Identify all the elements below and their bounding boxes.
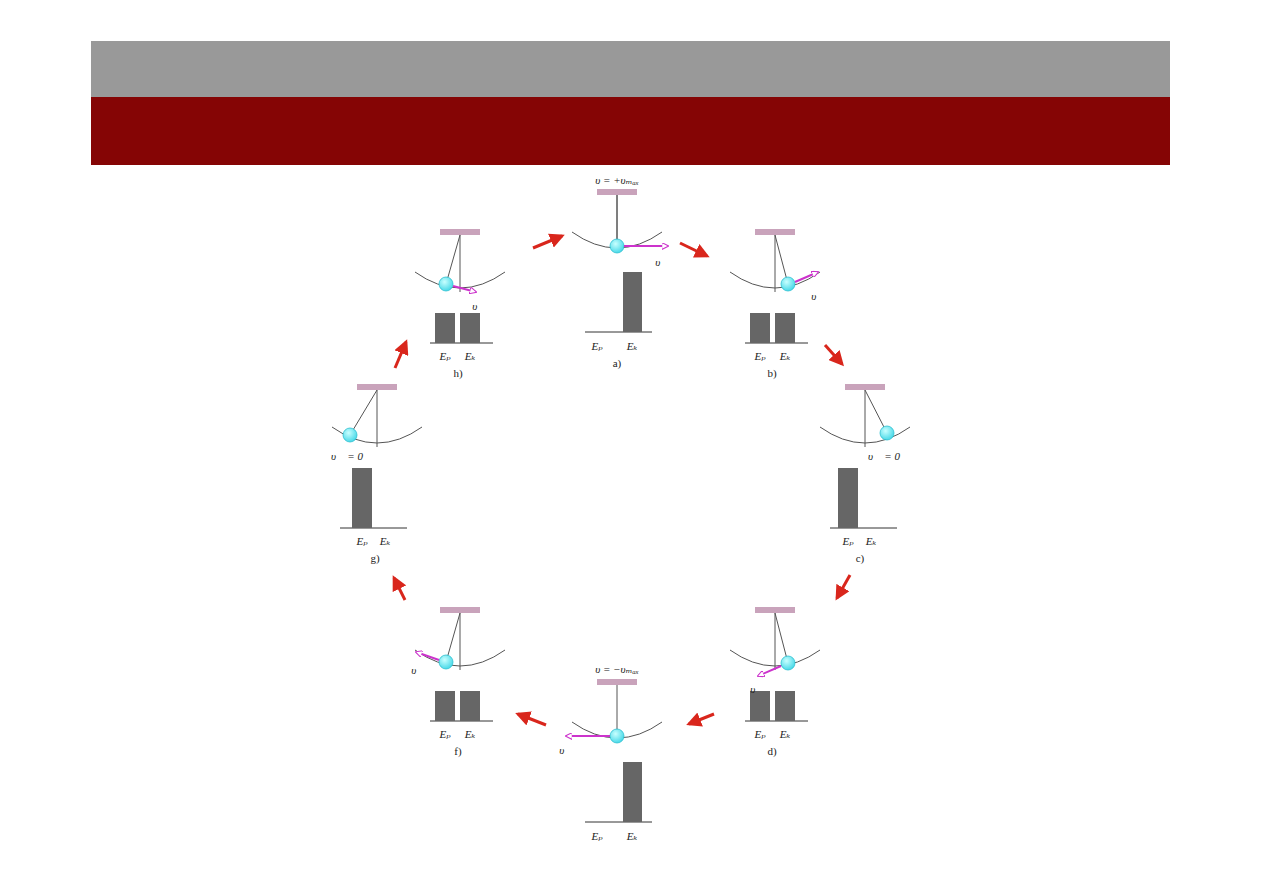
velocity-value: υ⃗ = 0 — [331, 451, 363, 462]
energy-axis: Eₚ — [356, 536, 367, 547]
panel-letter: d) — [767, 746, 776, 757]
energy-axis: Eₖ — [780, 729, 791, 740]
velocity-value: υ⃗ = 0 — [868, 451, 900, 462]
energy-axis: Eₚ — [754, 351, 765, 362]
energy-axis: Eₖ — [780, 351, 791, 362]
panel-letter: b) — [767, 368, 776, 379]
velocity-vector: υ⃗ — [411, 665, 425, 676]
energy-axis: Eₖ — [465, 729, 476, 740]
velocity-value: υ = −υₘₐₓ — [595, 664, 639, 675]
energy-axis: Eₖ — [627, 341, 638, 352]
energy-axis: Eₖ — [627, 831, 638, 842]
energy-axis: Eₚ — [754, 729, 765, 740]
velocity-vector: υ⃗ — [472, 301, 486, 312]
energy-axis: Eₖ — [380, 536, 391, 547]
velocity-value: υ = +υₘₐₓ — [595, 175, 639, 186]
velocity-vector: υ⃗ — [750, 684, 764, 695]
energy-axis: Eₚ — [439, 729, 450, 740]
velocity-vector: υ⃗ — [559, 745, 573, 756]
energy-axis: Eₚ — [591, 831, 602, 842]
panel-letter: a) — [613, 358, 622, 369]
panel-letter: h) — [453, 368, 462, 379]
energy-axis: Eₖ — [866, 536, 877, 547]
energy-axis: Eₖ — [465, 351, 476, 362]
panel-letter: f) — [454, 746, 461, 757]
velocity-vector: υ⃗ — [811, 291, 825, 302]
energy-axis: Eₚ — [439, 351, 450, 362]
energy-axis: Eₚ — [591, 341, 602, 352]
velocity-vector: υ⃗ — [655, 257, 669, 268]
panel-letter: g) — [370, 553, 379, 564]
energy-axis: Eₚ — [842, 536, 853, 547]
panel-letter: c) — [856, 553, 865, 564]
